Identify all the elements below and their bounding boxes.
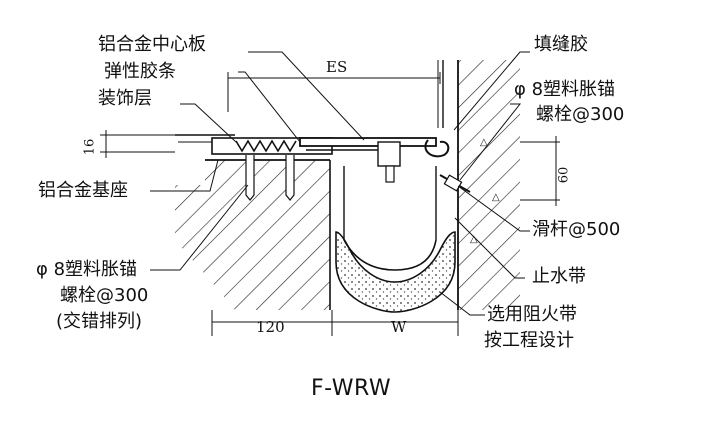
label-elastic-strip: 弹性胶条: [104, 61, 176, 82]
label-anchor-left-1: φ 8塑料胀锚: [36, 259, 138, 280]
label-waterstop: 止水带: [532, 266, 586, 287]
joint-cavity: [335, 166, 456, 313]
label-firestop-1: 选用阻火带: [487, 304, 577, 325]
label-slide-bar: 滑杆@500: [532, 219, 621, 240]
label-sealant: 填缝胶: [534, 34, 588, 55]
joint-profile: [211, 137, 471, 193]
label-base-seat: 铝合金基座: [38, 180, 128, 201]
label-firestop-2: 按工程设计: [484, 330, 574, 351]
diagram-title: F-WRW: [311, 376, 392, 401]
dim-w: W: [391, 318, 407, 336]
label-anchor-right-2: 螺栓@300: [536, 104, 625, 125]
label-center-plate: 铝合金中心板: [98, 34, 206, 55]
leader-lines: [150, 51, 530, 316]
label-anchor-right-1: φ 8塑料胀锚: [514, 79, 616, 100]
svg-text:△: △: [470, 234, 478, 245]
dim-es: ES: [326, 58, 348, 76]
anchor-bolts-left: [245, 155, 295, 201]
dim-120: 120: [256, 318, 285, 336]
dim-16: 16: [82, 138, 98, 156]
dimension-lines: [100, 72, 560, 336]
dim-60: 60: [556, 166, 572, 184]
svg-text:△: △: [492, 192, 500, 203]
label-finish-layer: 装饰层: [98, 88, 152, 109]
label-anchor-left-2: 螺栓@300: [60, 285, 149, 306]
svg-text:△: △: [480, 137, 488, 148]
label-anchor-left-3: (交错排列): [56, 311, 143, 332]
